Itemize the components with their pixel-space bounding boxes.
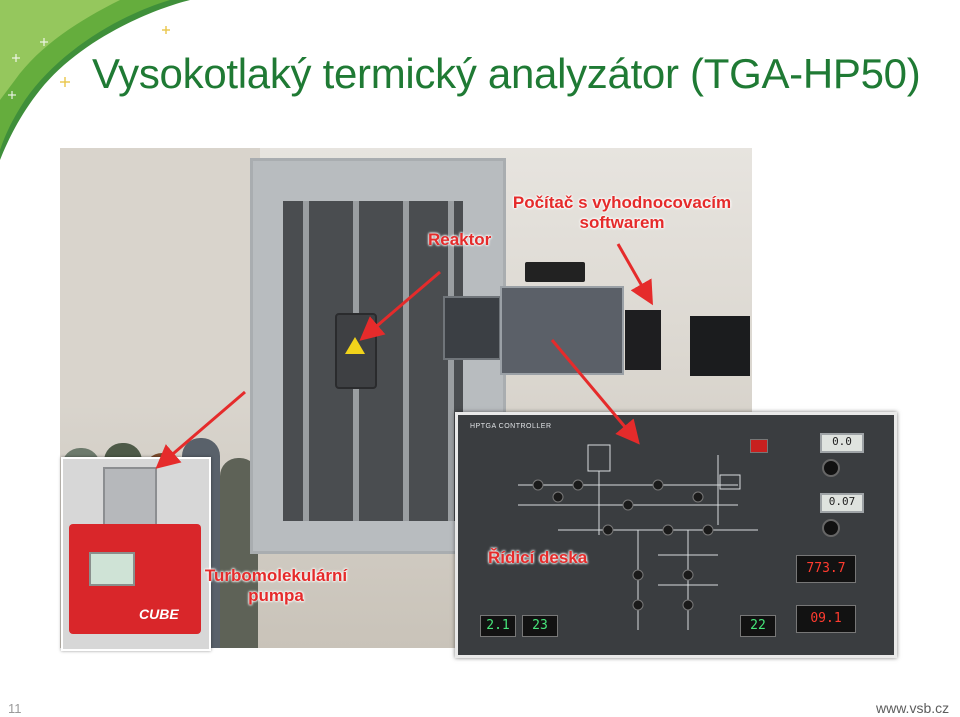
knob bbox=[822, 459, 840, 477]
flow-readout-1: 2.1 bbox=[480, 615, 516, 637]
pc-tower bbox=[625, 310, 661, 370]
wall bbox=[60, 148, 260, 408]
knob bbox=[822, 519, 840, 537]
slide-title: Vysokotlaký termický analyzátor (TGA-HP5… bbox=[92, 50, 921, 97]
arrow-control-board bbox=[550, 339, 640, 445]
label-computer: Počítač s vyhodnocovacím softwarem bbox=[506, 193, 738, 233]
arrow-reactor bbox=[359, 270, 441, 341]
emergency-button bbox=[750, 439, 768, 453]
label-control-board: Řídicí deska bbox=[488, 548, 588, 567]
pump-display bbox=[89, 552, 135, 586]
pump-controller: CUBE bbox=[69, 524, 201, 634]
arrow-computer bbox=[616, 243, 653, 306]
auxiliary-device bbox=[443, 296, 501, 360]
control-panel-inset: HPTGA CONTROLLER 0.0 0.07 773.7 09.1 2.1… bbox=[455, 412, 897, 658]
flow-readout-2: 23 bbox=[522, 615, 558, 637]
corner-leaf-decoration bbox=[0, 0, 190, 160]
pc-monitor bbox=[690, 316, 750, 376]
footer-url: www.vsb.cz bbox=[876, 700, 950, 716]
label-reactor: Reaktor bbox=[428, 230, 492, 249]
temperature-readout: 773.7 bbox=[796, 555, 856, 583]
panel-title: HPTGA CONTROLLER bbox=[470, 423, 552, 430]
label-pump: Turbomolekulární pumpa bbox=[198, 566, 354, 606]
arrow-pump bbox=[155, 390, 246, 469]
pump-brand: CUBE bbox=[139, 606, 179, 622]
pump-inset-photo: CUBE bbox=[61, 457, 211, 651]
pressure-readout: 09.1 bbox=[796, 605, 856, 633]
label-computer-line2: softwarem bbox=[579, 213, 665, 232]
flow-readout-3: 22 bbox=[740, 615, 776, 637]
controller-device bbox=[500, 286, 624, 375]
page-number: 11 bbox=[8, 701, 22, 716]
panel-schematic bbox=[518, 444, 758, 630]
label-computer-line1: Počítač s vyhodnocovacím bbox=[512, 193, 732, 212]
label-pump-line2: pumpa bbox=[248, 586, 304, 605]
pump-head bbox=[103, 467, 157, 529]
lcd-readout-2: 0.07 bbox=[820, 493, 864, 513]
computer-unit bbox=[525, 262, 585, 282]
lcd-readout-1: 0.0 bbox=[820, 433, 864, 453]
label-pump-line1: Turbomolekulární bbox=[204, 566, 348, 585]
hazard-warning-icon bbox=[345, 337, 365, 354]
